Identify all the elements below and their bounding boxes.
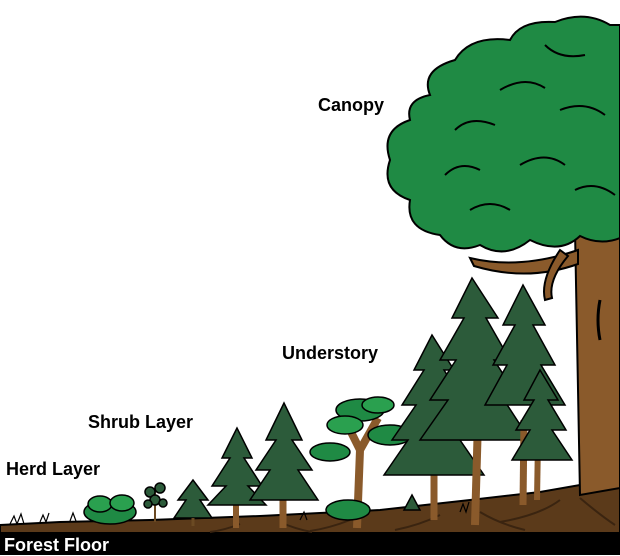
understory-conifers — [384, 278, 572, 525]
canopy-foliage — [388, 17, 620, 252]
shrub-conifers — [208, 403, 318, 528]
forest-floor-label: Forest Floor — [4, 535, 109, 556]
herb-layer-label: Herd Layer — [6, 459, 100, 480]
shrub-layer-label: Shrub Layer — [88, 412, 193, 433]
canopy-label: Canopy — [318, 95, 384, 116]
understory-label: Understory — [282, 343, 378, 364]
